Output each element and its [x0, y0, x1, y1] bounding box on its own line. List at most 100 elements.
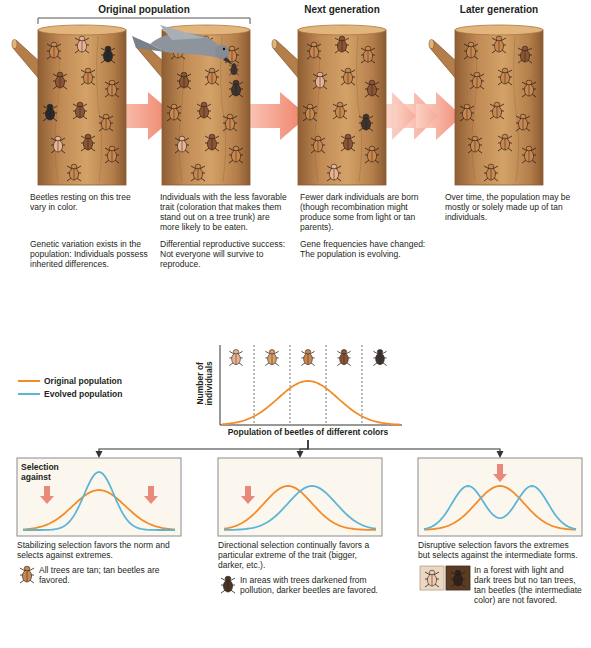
beetle-head — [365, 46, 371, 51]
beetle-body — [500, 72, 509, 84]
beetle — [464, 42, 478, 59]
beetle-seam — [499, 41, 500, 52]
beetle-body — [305, 108, 314, 120]
beetle-seam — [334, 169, 335, 180]
distribution-curve — [222, 381, 400, 425]
beetle-head — [209, 134, 215, 139]
beetle — [365, 146, 379, 163]
beetle — [373, 350, 386, 366]
beetle-body — [231, 150, 240, 162]
beetle-seam — [366, 119, 367, 130]
beetle-seam — [184, 77, 185, 88]
graph-frame — [418, 458, 582, 536]
beetle-head — [269, 350, 274, 354]
beetle-body — [453, 574, 462, 586]
beetle — [484, 164, 498, 181]
beetle-seam — [320, 77, 321, 88]
beetle-body — [22, 570, 31, 582]
beetle — [73, 102, 87, 119]
connector-line — [99, 440, 308, 452]
beetle-seam — [308, 354, 309, 364]
distribution-curve — [424, 486, 576, 529]
bark-swatch — [446, 566, 470, 590]
beetle-body — [225, 118, 234, 130]
chart-grid — [220, 345, 402, 425]
beetle-body — [75, 106, 84, 118]
beetle-body — [223, 580, 232, 592]
beetle-seam — [348, 139, 349, 150]
beetle-seam — [82, 41, 83, 52]
tree-layer — [12, 25, 543, 185]
beetle — [425, 570, 439, 587]
beetle-body — [315, 76, 324, 88]
beetle-head — [47, 104, 53, 109]
arrowhead — [96, 451, 103, 458]
beetle-head — [105, 46, 111, 51]
beetle-head — [229, 46, 235, 51]
bark-line — [55, 36, 102, 182]
beetle-body — [107, 150, 116, 162]
beetle-seam — [236, 151, 237, 162]
beetle-seam — [204, 107, 205, 118]
beetle-body — [53, 140, 62, 152]
beetle-body — [470, 140, 479, 152]
selection-caption: Directional selection continually favors… — [218, 540, 382, 570]
beetle — [451, 570, 465, 587]
beetle — [191, 164, 205, 181]
beetle-body — [500, 138, 509, 150]
beetle — [303, 104, 317, 121]
beetle — [311, 136, 325, 153]
beetle-body — [193, 168, 202, 180]
beetle-seam — [318, 141, 319, 152]
selection-caption: Stabilizing selection favors the norm an… — [17, 540, 181, 560]
beetle-seam — [230, 119, 231, 130]
beetle-head — [179, 136, 185, 141]
bird-head — [215, 45, 229, 59]
trunk-top — [38, 25, 126, 35]
axis-label: Number of individuals — [196, 358, 215, 408]
beetle-body — [101, 118, 110, 130]
distribution-curve — [224, 486, 376, 530]
beetle-body — [492, 106, 501, 118]
beetle-head — [363, 114, 369, 119]
beetle-seam — [432, 575, 433, 586]
caption-text: Fewer dark individuals are born (though … — [300, 192, 428, 232]
beetle-seam — [310, 109, 311, 120]
tree-trunk — [298, 30, 386, 185]
dashed-divider — [254, 345, 255, 425]
beetle-seam — [234, 67, 235, 75]
beetle-head — [520, 114, 526, 119]
beetle-seam — [112, 85, 113, 96]
tree-trunk — [38, 30, 126, 185]
selection-panel: Stabilizing selection favors the norm an… — [17, 458, 181, 591]
beetle — [341, 134, 355, 151]
beetle — [175, 136, 189, 153]
beetle-head — [317, 72, 323, 77]
stage-heading: Later generation — [429, 4, 569, 16]
beetle-head — [472, 136, 478, 141]
beetle — [516, 114, 530, 131]
beetle — [75, 36, 89, 53]
beetle-seam — [491, 169, 492, 180]
beetle — [337, 350, 350, 366]
beetle — [522, 80, 536, 97]
beetle-seam — [523, 119, 524, 130]
beetle — [522, 146, 536, 163]
legend-line — [18, 393, 40, 395]
split-connector — [96, 440, 309, 458]
beetle-head — [51, 42, 57, 47]
beetle-body — [231, 66, 237, 74]
beetle — [518, 46, 532, 63]
beetle — [67, 164, 81, 181]
example-caption: In areas with trees darkened from pollut… — [240, 575, 382, 595]
beetle-seam — [106, 119, 107, 130]
beetle-body — [49, 46, 58, 58]
beetle-body — [169, 108, 178, 120]
beetle-head — [55, 136, 61, 141]
bark-swatch — [420, 566, 444, 590]
example-caption: All trees are tan; tan beetles are favor… — [39, 565, 181, 585]
beetle-head — [429, 570, 435, 575]
beetle-head — [377, 350, 382, 354]
beetle-head — [225, 576, 231, 581]
beetle-body — [231, 84, 240, 96]
